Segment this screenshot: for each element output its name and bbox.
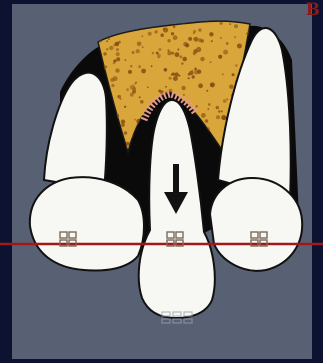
right-lateral-crown <box>210 178 302 271</box>
left-lateral-crown <box>30 177 144 270</box>
panel-label: B <box>306 2 320 19</box>
